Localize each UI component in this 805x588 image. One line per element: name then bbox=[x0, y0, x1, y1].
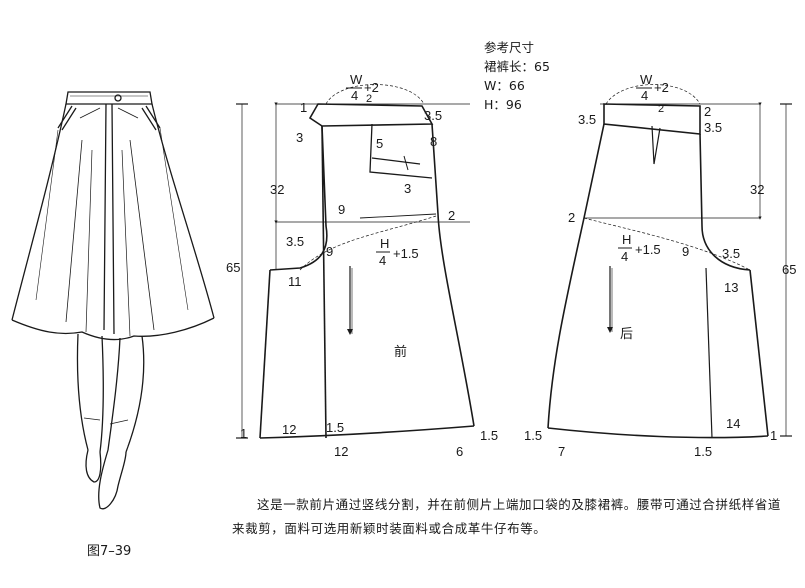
front-waistband bbox=[308, 103, 434, 127]
back-waist-formula-4: 4 bbox=[641, 88, 648, 103]
reference-skirt-length: 裙裤长：65 bbox=[484, 59, 550, 74]
back-mark-3-5a: 3.5 bbox=[578, 112, 596, 127]
front-mark-5: 5 bbox=[376, 136, 383, 151]
back-mark-13: 13 bbox=[724, 280, 738, 295]
front-hip-formula-4: 4 bbox=[379, 253, 386, 268]
reference-measurements: 参考尺寸 裙裤长：65 W：66 H：96 bbox=[484, 38, 550, 114]
front-mark-3-5: 3.5 bbox=[424, 108, 442, 123]
back-waist-formula-small: 2 bbox=[658, 103, 664, 115]
front-mark-1-5b: 1.5 bbox=[480, 428, 498, 443]
back-guides bbox=[583, 84, 792, 437]
culottes-illustration bbox=[11, 91, 215, 510]
back-mark-7: 7 bbox=[558, 444, 565, 459]
front-mark-8: 8 bbox=[430, 134, 437, 149]
back-crotch-curve bbox=[699, 133, 751, 271]
front-side-seam bbox=[431, 123, 475, 427]
back-mark-2: 2 bbox=[704, 104, 711, 119]
front-dim-32: 32 bbox=[270, 182, 284, 197]
back-labels: W 4 +2 2 3.5 2 3.5 32 65 2 H 4 +1.5 9 3.… bbox=[524, 72, 796, 459]
back-hip-formula-H: H bbox=[622, 232, 631, 247]
front-pattern bbox=[259, 103, 475, 439]
front-mark-2: 2 bbox=[448, 208, 455, 223]
front-hem bbox=[259, 425, 475, 439]
front-mark-3-5b: 3.5 bbox=[286, 234, 304, 249]
front-labels: W 4 +2 2 1 3 3.5 5 8 3 32 65 9 2 3.5 9 H… bbox=[226, 72, 498, 459]
back-mark-14: 14 bbox=[726, 416, 740, 431]
description-paragraph: 这是一款前片通过竖线分割，并在前侧片上端加口袋的及膝裙裤。腰带可通过合拼纸样省道… bbox=[232, 497, 782, 536]
back-hip-formula-plus: +1.5 bbox=[635, 242, 661, 257]
description-text: 这是一款前片通过竖线分割，并在前侧片上端加口袋的及膝裙裤。腰带可通过合拼纸样省道… bbox=[232, 493, 788, 541]
front-mark-11: 11 bbox=[288, 274, 302, 289]
reference-waist: W：66 bbox=[484, 78, 525, 93]
front-mark-3a: 3 bbox=[296, 130, 303, 145]
waistband-sketch bbox=[65, 91, 153, 105]
back-label: 后 bbox=[620, 327, 633, 342]
back-mark-1: 1 bbox=[770, 428, 777, 443]
front-mark-1-5a: 1.5 bbox=[326, 420, 344, 435]
front-mark-12b: 12 bbox=[334, 444, 348, 459]
reference-hip: H：96 bbox=[484, 97, 522, 112]
front-mark-6: 6 bbox=[456, 444, 463, 459]
front-guides bbox=[236, 84, 470, 439]
back-mark-2b: 2 bbox=[568, 210, 575, 225]
back-mark-3-5c: 3.5 bbox=[722, 246, 740, 261]
figure-caption: 图7–39 bbox=[87, 544, 132, 559]
front-mark-1: 1 bbox=[300, 100, 307, 115]
front-label: 前 bbox=[394, 344, 407, 360]
back-mark-3-5b: 3.5 bbox=[704, 120, 722, 135]
front-mark-1b: 1 bbox=[240, 426, 247, 441]
back-waist-formula-W: W bbox=[640, 72, 653, 87]
front-hip-formula-plus: +1.5 bbox=[393, 246, 419, 261]
back-waist-formula-plus: +2 bbox=[654, 80, 669, 95]
back-dim-32: 32 bbox=[750, 182, 764, 197]
back-mark-1-5b: 1.5 bbox=[694, 444, 712, 459]
back-mark-9: 9 bbox=[682, 244, 689, 259]
front-waist-formula-plus: +2 bbox=[364, 80, 379, 95]
reference-title: 参考尺寸 bbox=[484, 40, 535, 55]
back-dim-65: 65 bbox=[782, 262, 796, 277]
front-mark-3b: 3 bbox=[404, 181, 411, 196]
back-side-seam bbox=[547, 123, 605, 429]
front-mark-12a: 12 bbox=[282, 422, 296, 437]
front-hip-formula-H: H bbox=[380, 236, 389, 251]
front-waist-formula-4: 4 bbox=[351, 88, 358, 103]
back-hem bbox=[547, 427, 769, 439]
front-waist-formula-small: 2 bbox=[366, 93, 372, 105]
front-mark-9b: 9 bbox=[326, 244, 333, 259]
front-dim-65: 65 bbox=[226, 260, 240, 275]
back-pattern bbox=[547, 103, 769, 439]
front-mark-9a: 9 bbox=[338, 202, 345, 217]
back-hip-formula-4: 4 bbox=[621, 249, 628, 264]
front-waist-formula-W: W bbox=[350, 72, 363, 87]
back-mark-1-5a: 1.5 bbox=[524, 428, 542, 443]
